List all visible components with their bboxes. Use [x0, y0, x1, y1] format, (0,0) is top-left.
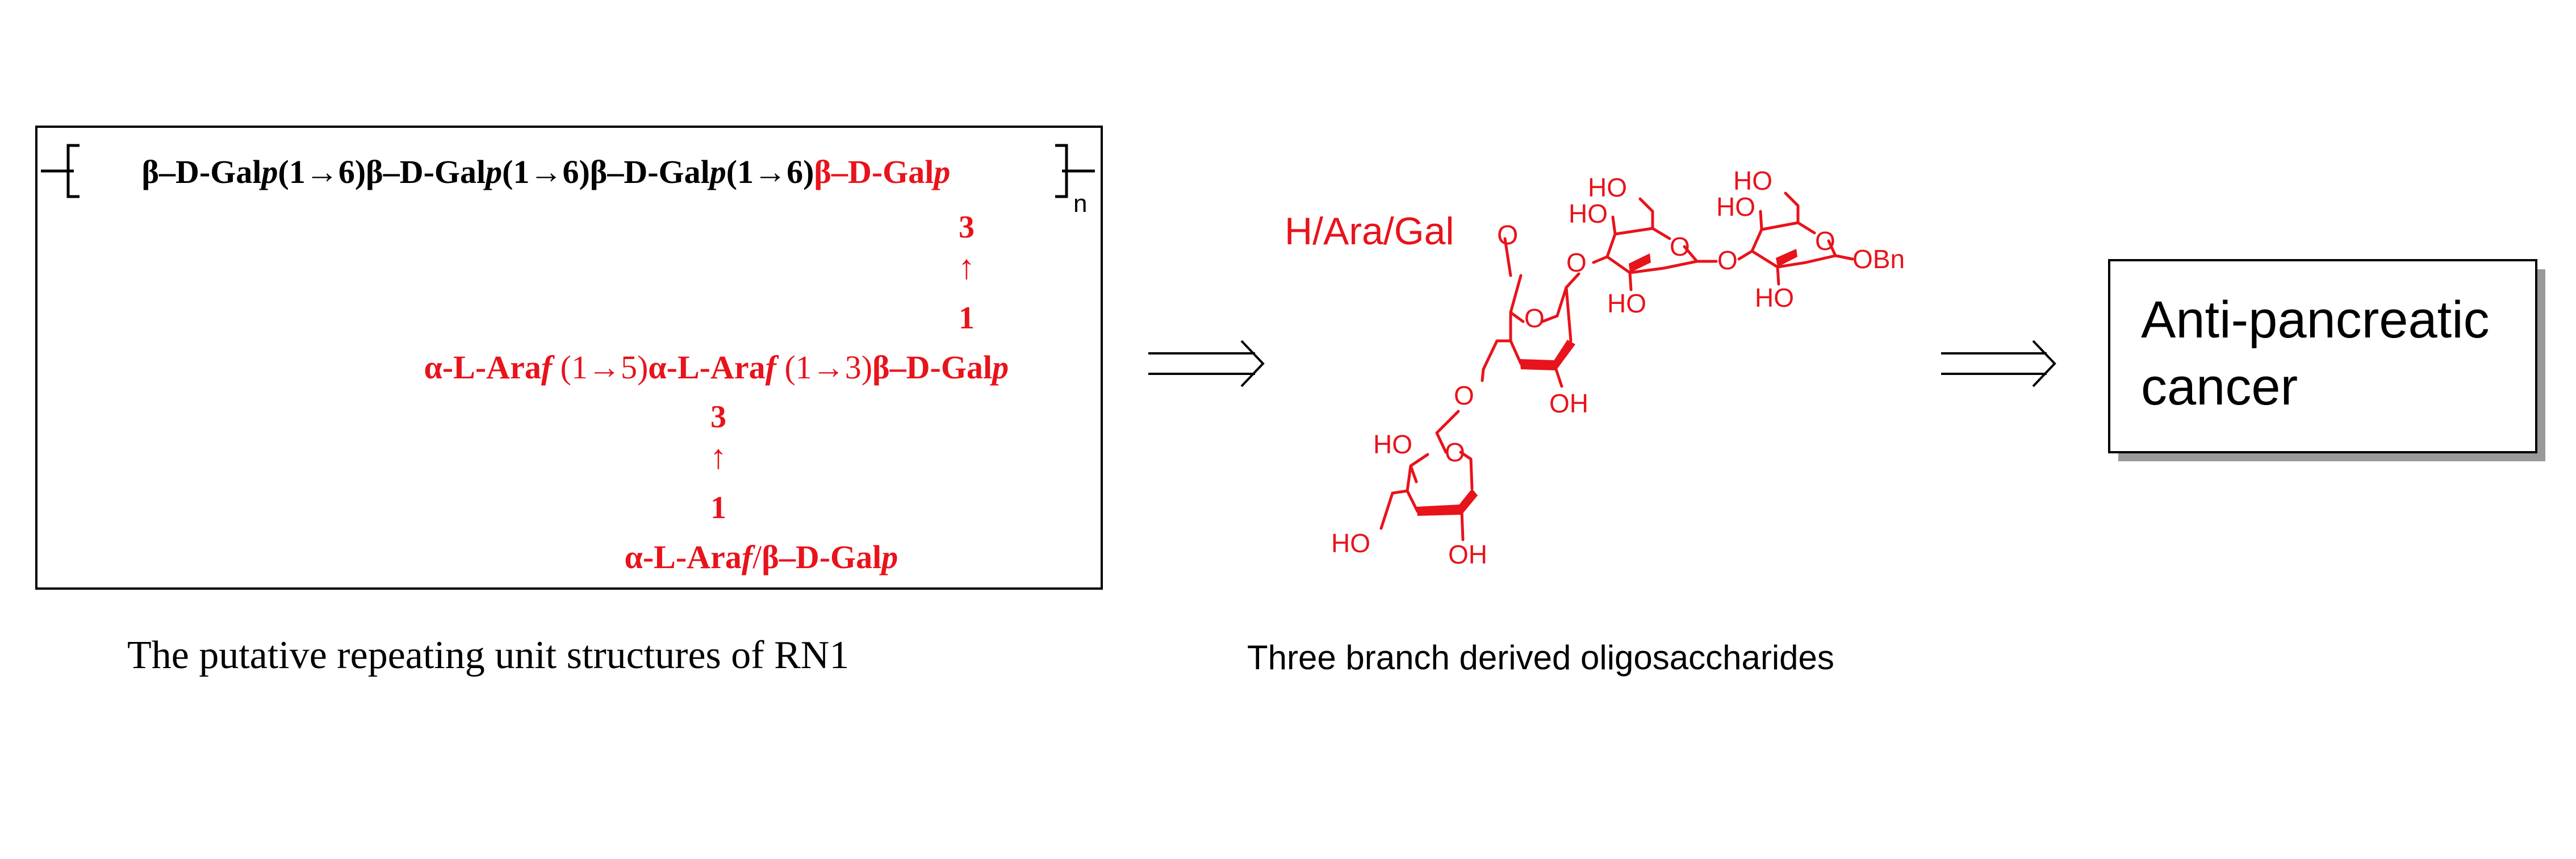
branch1-position-3: 3 — [959, 210, 975, 245]
oligosaccharide-structure — [1379, 191, 1854, 541]
chain-gal-ring: p — [989, 349, 1009, 386]
outcome-box: Anti-pancreatic cancer — [2108, 259, 2545, 461]
implies-arrow-1 — [1148, 340, 1265, 387]
backbone-unit-3: β–D-Gal — [590, 153, 710, 190]
repeating-unit-panel: n β–D-Galp(1→6)β–D-Galp(1→6)β–D-Galp(1→6… — [35, 126, 1103, 677]
panel2-caption: Three branch derived oligosaccharides — [1247, 639, 1834, 677]
glycosidic-o-2: O — [1566, 248, 1587, 277]
branch2-position-1: 1 — [710, 490, 726, 526]
ring4-hydroxyl-left: HO — [1331, 528, 1370, 558]
ring3-ring-o: O — [1524, 303, 1545, 333]
polymer-bracket-right — [1055, 144, 1095, 198]
ring1-hydroxyl-bottom: HO — [1755, 283, 1794, 312]
ring2-hydroxyl-bottom: HO — [1607, 289, 1646, 318]
backbone-unit-1-ring: p — [259, 153, 278, 190]
outcome-line-1: Anti-pancreatic — [2141, 291, 2490, 349]
arabinan-chain: α-L-Araf (1→5)α-L-Araf (1→3)β–D-Galp — [366, 349, 1050, 386]
backbone-linkage-1: (1→6) — [278, 153, 366, 190]
benzyl-ether-label: OBn — [1852, 244, 1905, 274]
terminal-gal: β–D-Gal — [762, 539, 881, 576]
ring-ara-upper — [1481, 272, 1580, 388]
backbone-chain: β–D-Galp(1→6)β–D-Galp(1→6)β–D-Galp(1→6)β… — [84, 153, 992, 190]
substituent-label: H/Ara/Gal — [1285, 210, 1454, 253]
terminal-ara: α-L-Ara — [625, 539, 742, 576]
polymer-bracket-left — [41, 144, 80, 198]
ring4-hydroxyl-bottom: OH — [1448, 540, 1487, 569]
chain-ara-2: α-L-Ara — [648, 349, 765, 386]
terminal-residue: α-L-Araf/β–D-Galp — [567, 539, 939, 576]
backbone-unit-2-ring: p — [483, 153, 502, 190]
glycosidic-o-3: O — [1454, 381, 1474, 410]
implies-arrow-2 — [1941, 340, 2056, 387]
backbone-unit-2: β–D-Gal — [366, 153, 486, 190]
backbone-branch-unit: β–D-Gal — [814, 153, 934, 190]
ring4-hydroxyl-top: HO — [1373, 430, 1412, 459]
substituent-bond — [1503, 237, 1512, 277]
terminal-separator: / — [752, 539, 762, 576]
branch1-arrow: ↑ — [958, 248, 975, 286]
backbone-linkage-3: (1→6) — [726, 153, 814, 190]
ring-ara-lower — [1379, 410, 1478, 541]
terminal-gal-ring: p — [879, 539, 898, 576]
outcome-box-frame — [2108, 259, 2537, 453]
branch2-arrow: ↑ — [710, 438, 727, 476]
ring1-hydroxyl-top-a: HO — [1733, 166, 1772, 195]
outcome-line-2: cancer — [2141, 358, 2298, 416]
branch2-position-3: 3 — [710, 399, 726, 435]
ring-gal-middle — [1592, 197, 1718, 291]
backbone-linkage-2: (1→6) — [502, 153, 590, 190]
ring2-hydroxyl-top-a: HO — [1588, 173, 1627, 202]
ring3-hydroxyl: OH — [1549, 389, 1588, 418]
branch1-position-1: 1 — [959, 301, 975, 336]
chain-ara-1: α-L-Ara — [424, 349, 541, 386]
ring4-ring-o: O — [1445, 437, 1465, 467]
ring2-hydroxyl-top-b: HO — [1569, 199, 1608, 228]
glycosidic-o-1: O — [1717, 245, 1738, 275]
backbone-unit-1: β–D-Gal — [142, 153, 262, 190]
backbone-branch-unit-ring: p — [931, 153, 950, 190]
structure-labels: H/Ara/Gal O HO HO HO O OBn O HO HO HO O … — [1285, 166, 1905, 569]
repeating-unit-frame — [35, 126, 1103, 590]
substituent-link-o: O — [1497, 220, 1518, 251]
chain-gal: β–D-Gal — [872, 349, 992, 386]
ring-gal-reducing — [1737, 191, 1854, 286]
ring1-ring-o: O — [1815, 226, 1835, 256]
ring1-hydroxyl-top-b: HO — [1716, 192, 1755, 222]
chain-linkage-1: (1→5) — [552, 349, 648, 386]
repeat-count-n: n — [1073, 190, 1087, 218]
ring2-ring-o: O — [1670, 232, 1690, 261]
backbone-unit-3-ring: p — [707, 153, 726, 190]
chain-linkage-2: (1→3) — [776, 349, 872, 386]
panel1-caption: The putative repeating unit structures o… — [127, 633, 849, 677]
